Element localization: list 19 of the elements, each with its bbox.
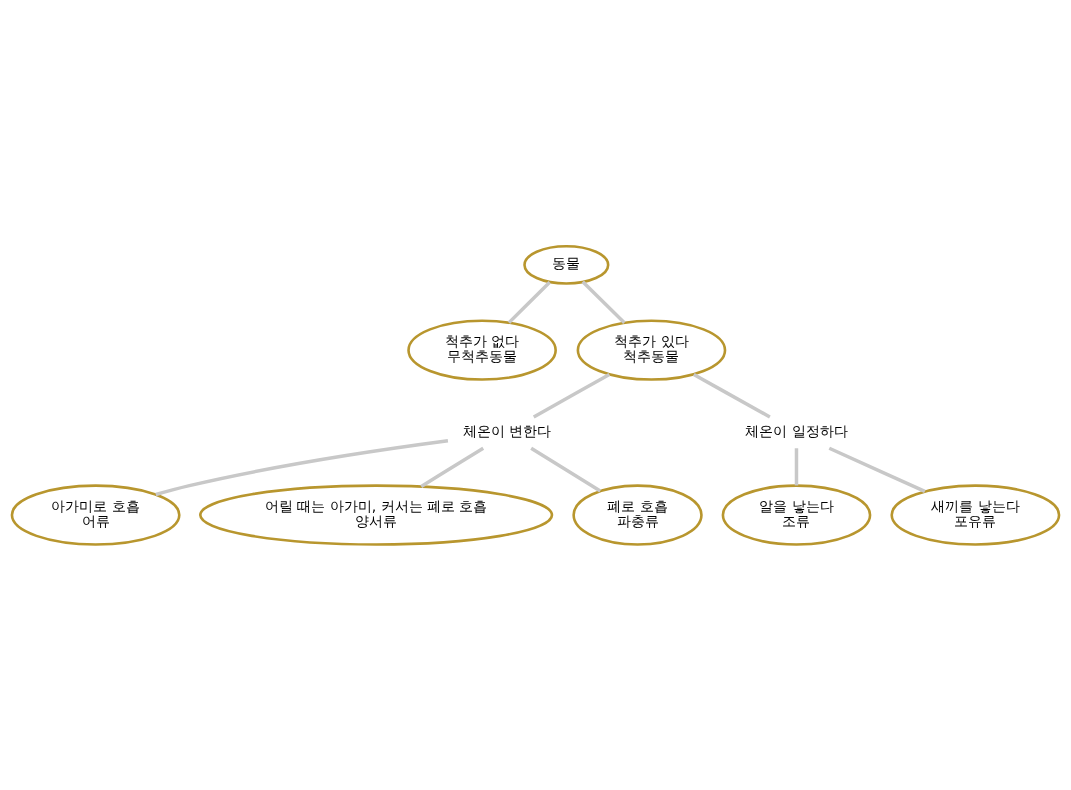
node-ellipse: 폐로 호흡 파충류 xyxy=(572,483,703,546)
node-ellipse: 동물 xyxy=(523,244,610,285)
node-ellipse: 새끼를 낳는다 포유류 xyxy=(890,483,1061,546)
node-ellipse: 아가미로 호흡 어류 xyxy=(10,483,181,546)
connector xyxy=(828,446,926,493)
node-ellipse: 어릴 때는 아가미, 커서는 폐로 호흡 양서류 xyxy=(199,483,554,546)
connector xyxy=(507,280,551,324)
connector xyxy=(420,446,485,488)
node-text: 체온이 일정하다 xyxy=(745,422,848,439)
connector xyxy=(692,372,771,418)
node-text: 체온이 변한다 xyxy=(463,422,552,439)
node-ellipse: 알을 낳는다 조류 xyxy=(721,483,872,546)
connector xyxy=(530,446,602,493)
connector xyxy=(532,372,611,418)
node-ellipse: 척추가 있다 척추동물 xyxy=(576,318,727,381)
connector xyxy=(155,438,449,496)
node-ellipse: 척추가 없다 무척추동물 xyxy=(407,318,557,381)
connector xyxy=(794,447,799,485)
connector xyxy=(581,280,626,324)
